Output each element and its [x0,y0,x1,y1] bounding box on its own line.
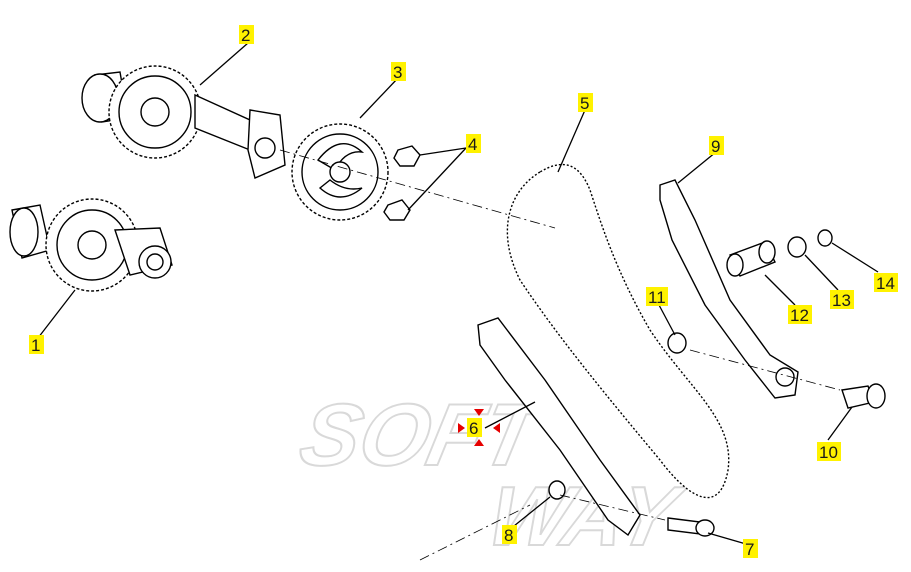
callout-4-label: 4 [468,135,477,154]
callout-6[interactable]: 6 [467,418,482,438]
callout-1[interactable]: 1 [29,335,44,355]
axis-lines [279,149,841,561]
callout-6-label: 6 [469,419,478,438]
tensioner-pin-12 [726,240,776,277]
callout-9[interactable]: 9 [709,136,724,156]
callout-3[interactable]: 3 [391,62,406,82]
callout-10[interactable]: 10 [817,442,841,462]
bolt-7 [667,517,715,537]
bolt-10 [841,383,886,409]
callout-2[interactable]: 2 [239,25,254,45]
timing-chain-5 [506,163,730,499]
resize-cross-cursor-icon [458,409,500,446]
washer-14 [817,229,833,247]
callout-12[interactable]: 12 [788,305,812,325]
callout-10-label: 10 [819,443,838,462]
tensioner-guide-9 [659,179,799,399]
callout-7[interactable]: 7 [743,539,758,559]
sprocket-3 [291,123,389,221]
washer-8 [548,480,566,500]
watermark-line1: SOFT [292,385,554,484]
callout-8[interactable]: 8 [502,525,517,545]
callout-12-label: 12 [790,306,809,325]
bolts-4 [383,145,421,221]
callout-14-label: 14 [876,274,895,293]
callout-11[interactable]: 11 [646,287,668,307]
callout-4[interactable]: 4 [466,134,481,154]
callout-13[interactable]: 13 [830,290,854,310]
callout-2-label: 2 [241,26,250,45]
callout-14[interactable]: 14 [874,273,898,293]
callout-5[interactable]: 5 [578,93,593,113]
camshaft-upper [81,65,286,179]
callout-7-label: 7 [745,540,754,559]
washer-13 [787,236,807,258]
callout-5-label: 5 [580,94,589,113]
callout-13-label: 13 [832,291,851,310]
callout-8-label: 8 [504,526,513,545]
callout-1-label: 1 [31,336,40,355]
chain-guide-6 [477,317,641,537]
washer-11 [667,332,687,354]
callout-3-label: 3 [393,63,402,82]
callout-9-label: 9 [711,137,720,156]
callout-11-label: 11 [648,288,666,307]
leader-lines [37,42,879,545]
camshaft-lower [9,198,173,292]
